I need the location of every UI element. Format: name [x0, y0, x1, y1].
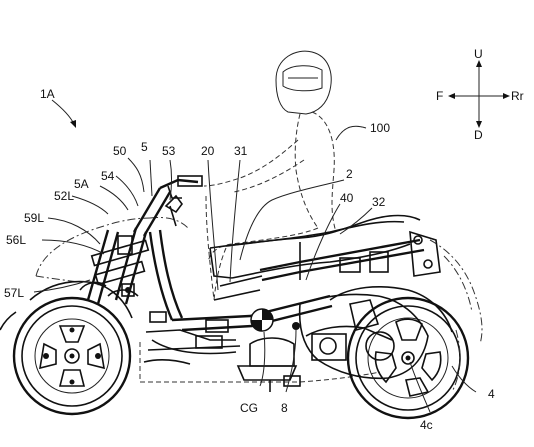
label-CG: CG [240, 401, 258, 415]
label-59L: 59L [24, 211, 44, 225]
label-100: 100 [370, 121, 390, 135]
label-50: 50 [113, 144, 127, 158]
label-54: 54 [101, 169, 115, 183]
label-4: 4 [488, 387, 495, 401]
center-of-gravity-mark [250, 308, 274, 332]
under-seat-box [299, 230, 441, 280]
label-40: 40 [340, 191, 354, 205]
power-unit [236, 293, 429, 392]
seat [209, 214, 421, 279]
compass-down-label: D [474, 128, 483, 142]
label-20: 20 [201, 144, 215, 158]
front-wheel [12, 296, 132, 416]
label-32: 32 [372, 195, 386, 209]
label-52L: 52L [54, 189, 74, 203]
label-8: 8 [281, 401, 288, 415]
leader-lines [33, 99, 477, 413]
label-4c: 4c [420, 418, 433, 432]
label-57L: 57L [4, 286, 24, 300]
compass-front-label: F [436, 89, 443, 103]
label-31: 31 [234, 144, 248, 158]
handlebar [159, 175, 203, 227]
label-53: 53 [162, 144, 176, 158]
rider-outline [203, 50, 337, 301]
direction-compass: U D F Rr [436, 47, 524, 142]
compass-rear-label: Rr [511, 89, 524, 103]
compass-up-label: U [474, 47, 483, 61]
label-1A: 1A [40, 87, 55, 101]
label-56L: 56L [6, 233, 26, 247]
label-5A: 5A [74, 177, 89, 191]
label-2: 2 [346, 167, 353, 181]
rear-body [429, 239, 483, 345]
front-suspension [79, 187, 172, 305]
label-5: 5 [141, 140, 148, 154]
rear-wheel [346, 296, 470, 420]
